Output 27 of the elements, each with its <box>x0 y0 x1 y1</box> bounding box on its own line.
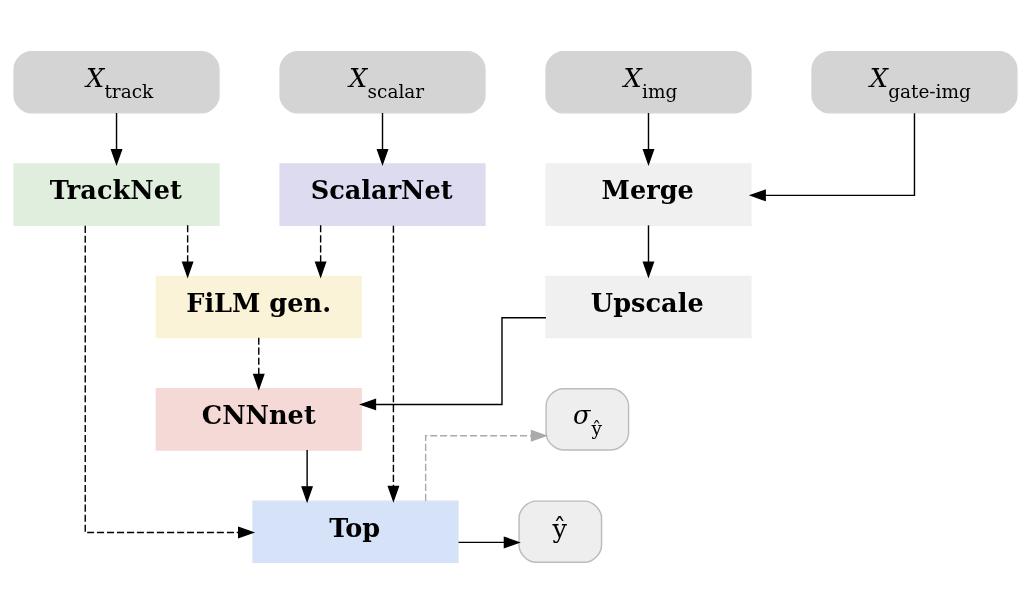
arrow <box>642 224 655 279</box>
node-box: X$_{gate-img}$ <box>811 51 1018 114</box>
arrow <box>181 224 194 279</box>
arrow <box>314 224 327 279</box>
node-box: ŷ <box>518 500 603 563</box>
arrow <box>252 337 265 391</box>
arrow <box>376 112 389 167</box>
node-box: CNNnet <box>155 388 362 451</box>
arrow <box>642 112 655 167</box>
arrow <box>457 536 521 549</box>
arrow <box>301 449 314 504</box>
arrow <box>84 225 256 539</box>
arrow <box>424 429 548 502</box>
node-box: σ$_{ŷ}$ <box>545 388 630 451</box>
node-box: ScalarNet <box>279 163 486 226</box>
arrow <box>387 225 400 503</box>
arrow <box>359 316 547 411</box>
arrow <box>110 112 123 167</box>
node-box: Top <box>252 500 459 563</box>
node-box: TrackNet <box>13 163 220 226</box>
node-box: X$_{scalar}$ <box>279 51 486 114</box>
node-box: X$_{img}$ <box>545 51 752 114</box>
node-box: Merge <box>545 163 752 226</box>
node-box: Upscale <box>545 275 752 339</box>
node-box: FiLM gen. <box>155 275 362 339</box>
arrow <box>748 112 916 202</box>
node-box: X$_{track}$ <box>13 51 220 114</box>
